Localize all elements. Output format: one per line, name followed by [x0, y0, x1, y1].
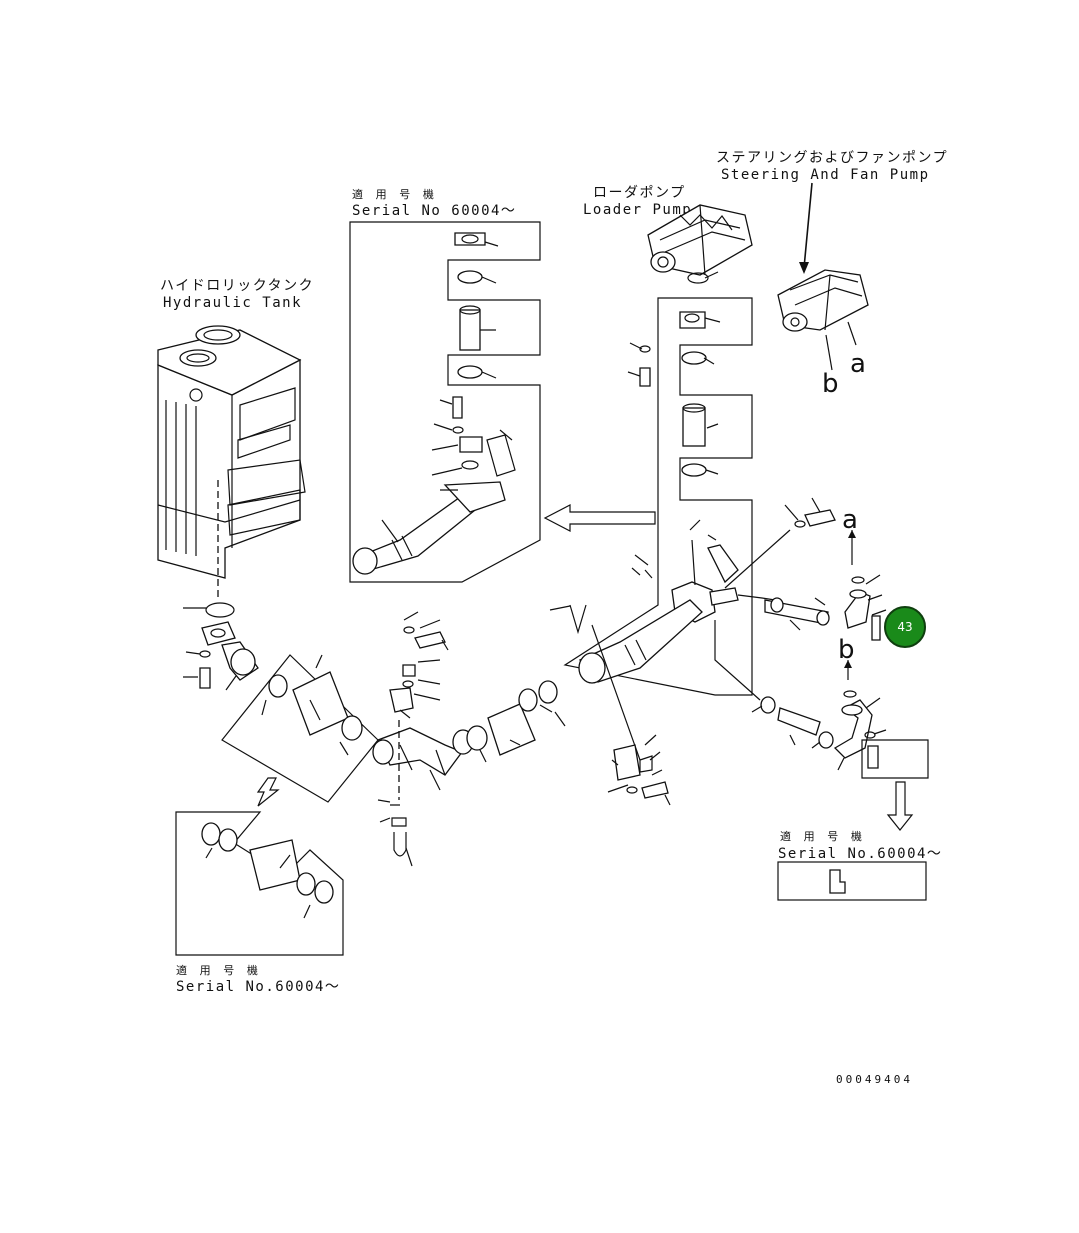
loader-pump: ローダポンプ Loader Pump: [583, 185, 753, 276]
hydraulic-tank-label-en: Hydraulic Tank: [163, 295, 302, 311]
inset-detail-lower-right: 適 用 号 機 Serial No.60004～: [777, 829, 942, 901]
steering-fan-pump-label-en: Steering And Fan Pump: [721, 167, 930, 183]
port-label-a2: a: [842, 505, 858, 535]
hydraulic-tank-label-jp: ハイドロリックタンク: [160, 278, 314, 294]
loader-pump-label-en: Loader Pump: [583, 202, 692, 218]
serial-note-1-jp: 適 用 号 機: [352, 187, 437, 201]
figure-id: 00049404: [836, 1073, 913, 1086]
loader-pump-piping: a b: [563, 271, 929, 831]
serial-note-2-jp: 適 用 号 機: [176, 963, 261, 977]
port-label-a: a: [850, 349, 866, 379]
callout-circle[interactable]: [884, 606, 926, 648]
serial-note-3-en: Serial No.60004～: [778, 846, 942, 862]
steering-fan-pump-label-jp: ステアリングおよびファンポンプ: [716, 150, 948, 166]
port-label-b: b: [822, 369, 839, 399]
serial-note-1-en: Serial No 60004～: [352, 203, 516, 219]
steering-fan-pump: ステアリングおよびファンポンプ Steering And Fan Pump b …: [716, 150, 948, 399]
loader-pump-label-jp: ローダポンプ: [593, 185, 686, 201]
serial-note-3-jp: 適 用 号 機: [780, 829, 865, 843]
hydraulic-tank: ハイドロリックタンク Hydraulic Tank: [157, 278, 314, 600]
suction-line: 適 用 号 機 Serial No.60004～: [175, 554, 671, 995]
port-label-b2: b: [838, 635, 855, 665]
callout-number[interactable]: 43: [897, 620, 912, 634]
serial-note-2-en: Serial No.60004～: [176, 979, 340, 995]
callout-43[interactable]: 43: [884, 606, 926, 648]
inset-detail-upper: 適 用 号 機 Serial No 60004～: [349, 187, 656, 583]
